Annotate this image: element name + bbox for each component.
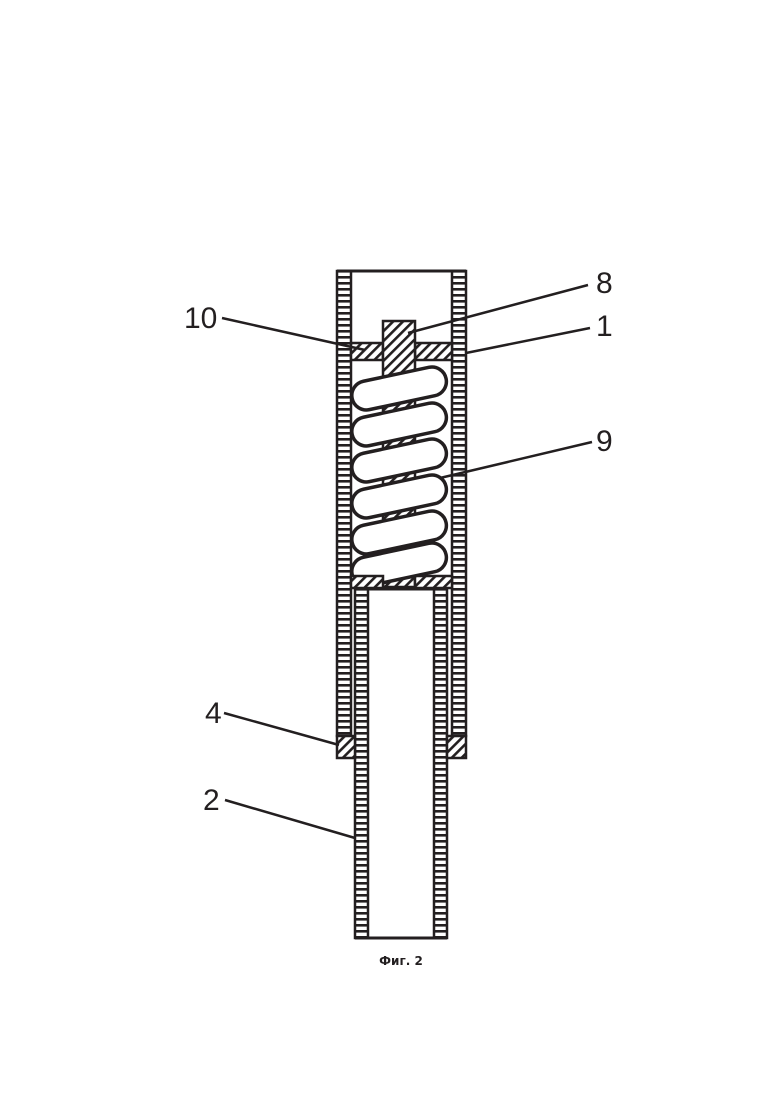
inner-tube-right-wall bbox=[434, 589, 447, 938]
ref-label-1: 1 bbox=[596, 310, 613, 343]
guide-ring-left bbox=[337, 736, 355, 758]
ref-label-4: 4 bbox=[205, 697, 222, 730]
inner-tube bbox=[355, 589, 447, 938]
figure-caption: Фиг. 2 bbox=[379, 954, 423, 968]
lower-plate-left bbox=[351, 576, 383, 588]
ref-label-2: 2 bbox=[203, 784, 220, 817]
leader-line-4 bbox=[224, 713, 339, 745]
inner-tube-left-wall bbox=[355, 589, 368, 938]
ref-label-9: 9 bbox=[596, 425, 613, 458]
ref-label-10: 10 bbox=[184, 302, 217, 335]
outer-tube-left-wall bbox=[337, 271, 351, 736]
lower-plate-right bbox=[415, 576, 452, 588]
spring bbox=[349, 364, 449, 588]
leader-line-2 bbox=[225, 800, 355, 838]
leader-line-8 bbox=[408, 285, 588, 333]
upper-plate-left bbox=[351, 343, 383, 360]
leader-line-1 bbox=[466, 328, 590, 353]
outer-tube-right-wall bbox=[452, 271, 466, 736]
guide-ring-right bbox=[447, 736, 466, 758]
upper-plate-right bbox=[415, 343, 452, 360]
ref-label-8: 8 bbox=[596, 267, 613, 300]
